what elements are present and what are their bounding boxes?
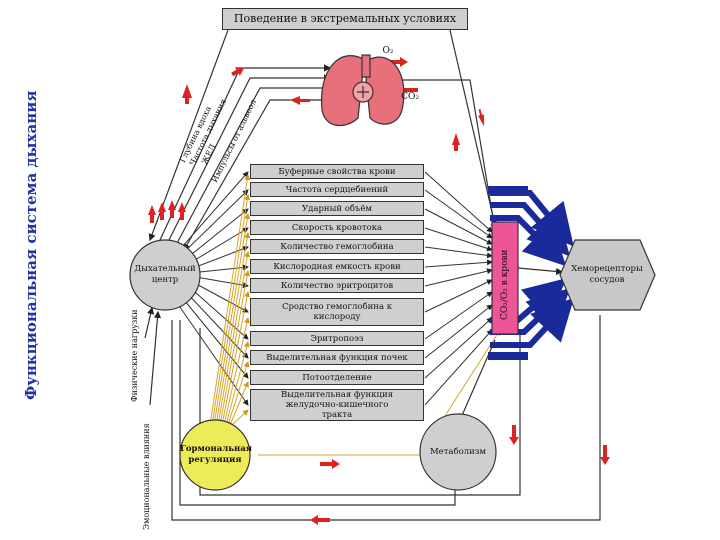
input-arrows [144, 306, 162, 406]
hormonal-circle [179, 419, 251, 491]
chemoreceptor-label: Хеморецепторы сосудов [562, 264, 652, 286]
factor-box: Частота сердцебиений [250, 182, 424, 197]
co2-label: CO₂ [401, 92, 419, 102]
metabolism-label: Метаболизм [429, 447, 487, 457]
lungs-icon [320, 54, 405, 127]
chemoreceptor-hexagon [559, 239, 656, 311]
respiratory-center-circle [129, 239, 201, 311]
hormonal-to-factors [209, 174, 501, 456]
blood-to-chemoreceptor-line [517, 267, 564, 276]
factor-box: Количество гемоглобина [250, 239, 424, 254]
respiratory-center-line2: центр [151, 275, 179, 285]
factor-box: Потоотделение [250, 370, 424, 385]
hormonal-line2: регуляция [188, 455, 242, 465]
factor-box: Сродство гемоглобина к кислороду [250, 298, 424, 326]
feedback-loop-lines [171, 315, 601, 521]
factor-box: Выделительная функция желудочно-кишечног… [250, 389, 424, 421]
factor-box: Буферные свойства крови [250, 164, 424, 179]
o2-label: O₂ [382, 46, 394, 56]
chemoreceptor-line2: сосудов [589, 275, 625, 285]
factor-box: Кислородная емкость крови [250, 259, 424, 274]
chemoreceptor-line1: Хеморецепторы [571, 264, 643, 274]
factor-box: Ударный объём [250, 201, 424, 216]
respiratory-center-line1: Дыхательный [134, 264, 196, 274]
blood-metabolism-line [459, 339, 496, 422]
factor-box: Количество эритроцитов [250, 278, 424, 293]
behavior-box: Поведение в экстремальных условиях [222, 8, 468, 30]
factor-box: Скорость кровотока [250, 220, 424, 235]
metabolism-circle [419, 413, 497, 491]
hormonal-line1: Гормональная [180, 444, 253, 454]
factor-box: Эритропоэз [250, 331, 424, 346]
physical-load-label: Физические нагрузки [130, 309, 139, 402]
blue-cap-bottom [488, 352, 528, 360]
respiratory-center-label: Дыхательный центр [130, 264, 200, 286]
emotional-label: Эмоциональные влияния [142, 423, 151, 530]
factor-box: Выделительная функция почек [250, 350, 424, 365]
blood-gas-box [491, 221, 519, 335]
hormonal-label: Гормональная регуляция [180, 444, 253, 466]
blood-gas-label: CO₂/O₂ в крови [500, 249, 510, 320]
blue-cap-top [488, 186, 528, 194]
factors-to-blood [424, 171, 493, 406]
